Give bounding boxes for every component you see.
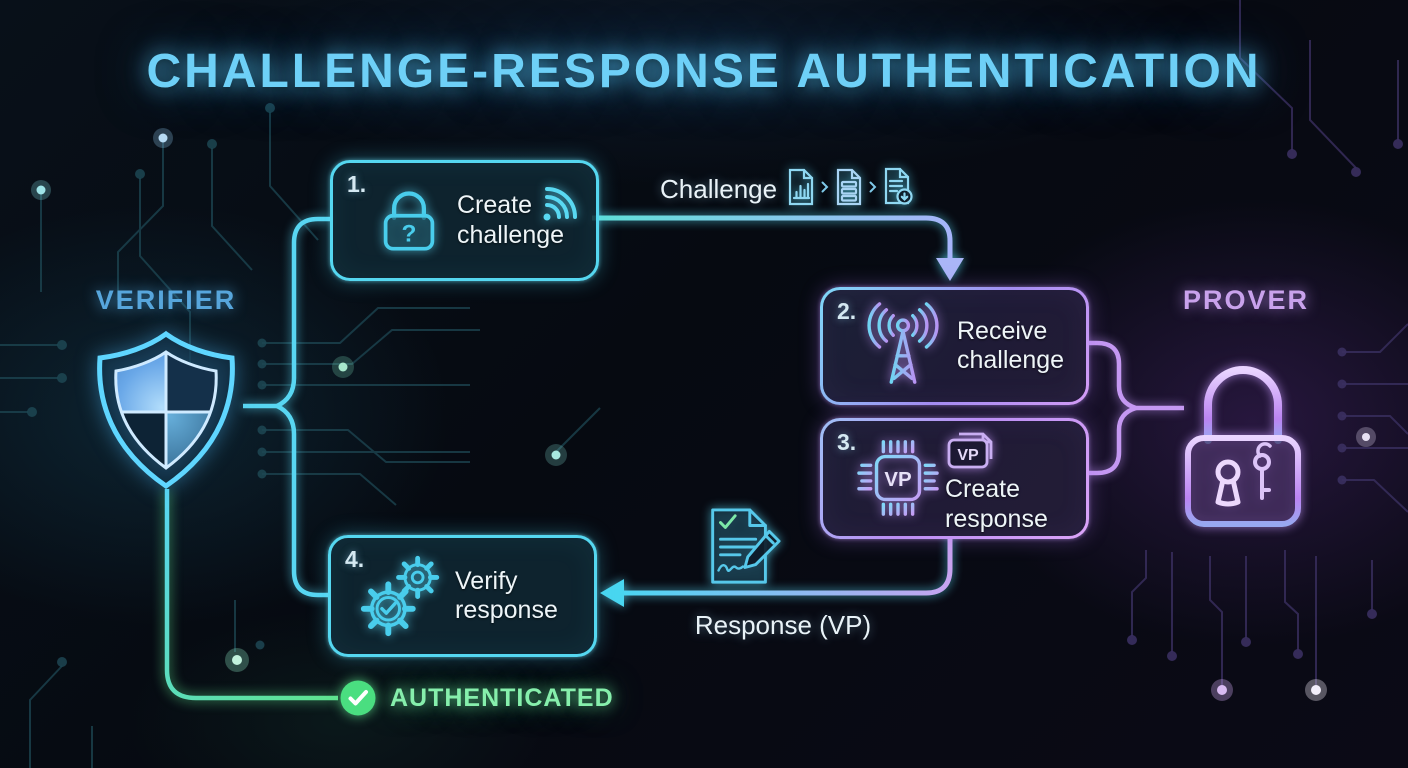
chevron-separator-icon <box>821 181 829 193</box>
check-circle-icon <box>340 680 376 716</box>
step-label: Create challenge <box>457 191 565 249</box>
step-number: 2. <box>837 298 857 324</box>
step-box-create-response: 3. VP VP <box>820 418 1089 539</box>
padlock-key-icon <box>1185 366 1301 527</box>
step-number: 1. <box>347 171 367 197</box>
step-number: 4. <box>345 546 365 572</box>
document-list-icon <box>836 168 862 206</box>
step-box-verify-response: 4. Verify response <box>328 535 597 657</box>
radio-tower-icon <box>867 302 939 384</box>
lock-question-glyph: ? <box>402 220 417 247</box>
response-flow-label: Response (VP) <box>694 610 872 640</box>
step-box-create-challenge: 1. ? Create challenge <box>330 160 599 281</box>
signed-document-icon <box>711 508 781 584</box>
challenge-flow-label: Challenge <box>660 174 778 204</box>
step-number: 3. <box>837 429 857 455</box>
glow-dots <box>31 128 1376 701</box>
verifier-brace-connector <box>243 216 330 598</box>
step-label: Receive challenge <box>957 316 1065 375</box>
vp-document-label: VP <box>957 447 979 464</box>
shield-quadrant-icon <box>97 330 235 490</box>
chip-icon: VP <box>857 440 939 516</box>
vp-document-icon: VP <box>947 432 993 469</box>
chevron-separator-icon <box>869 181 877 193</box>
chip-label: VP <box>884 468 911 491</box>
gears-check-icon <box>360 555 440 637</box>
page-title: CHALLENGE-RESPONSE AUTHENTICATION <box>146 45 1262 98</box>
step-label: Verify response <box>455 566 558 625</box>
authenticated-connector <box>164 489 338 701</box>
prover-label: PROVER <box>1182 285 1310 315</box>
prover-brace-connector <box>1083 340 1184 476</box>
authenticated-status: AUTHENTICATED <box>339 679 614 717</box>
document-report-icon <box>884 167 913 205</box>
verifier-label: VERIFIER <box>95 285 237 315</box>
document-chart-icon <box>788 168 814 206</box>
wifi-signal-icon <box>543 187 577 221</box>
response-arrow <box>600 533 953 607</box>
lock-question-icon: ? <box>383 191 435 251</box>
step-label: Create response <box>945 475 1048 533</box>
authenticated-label: AUTHENTICATED <box>390 683 614 712</box>
step-box-receive-challenge: 2. Receive challenge <box>820 287 1089 405</box>
challenge-attachments <box>786 167 914 207</box>
challenge-arrow <box>592 215 964 281</box>
